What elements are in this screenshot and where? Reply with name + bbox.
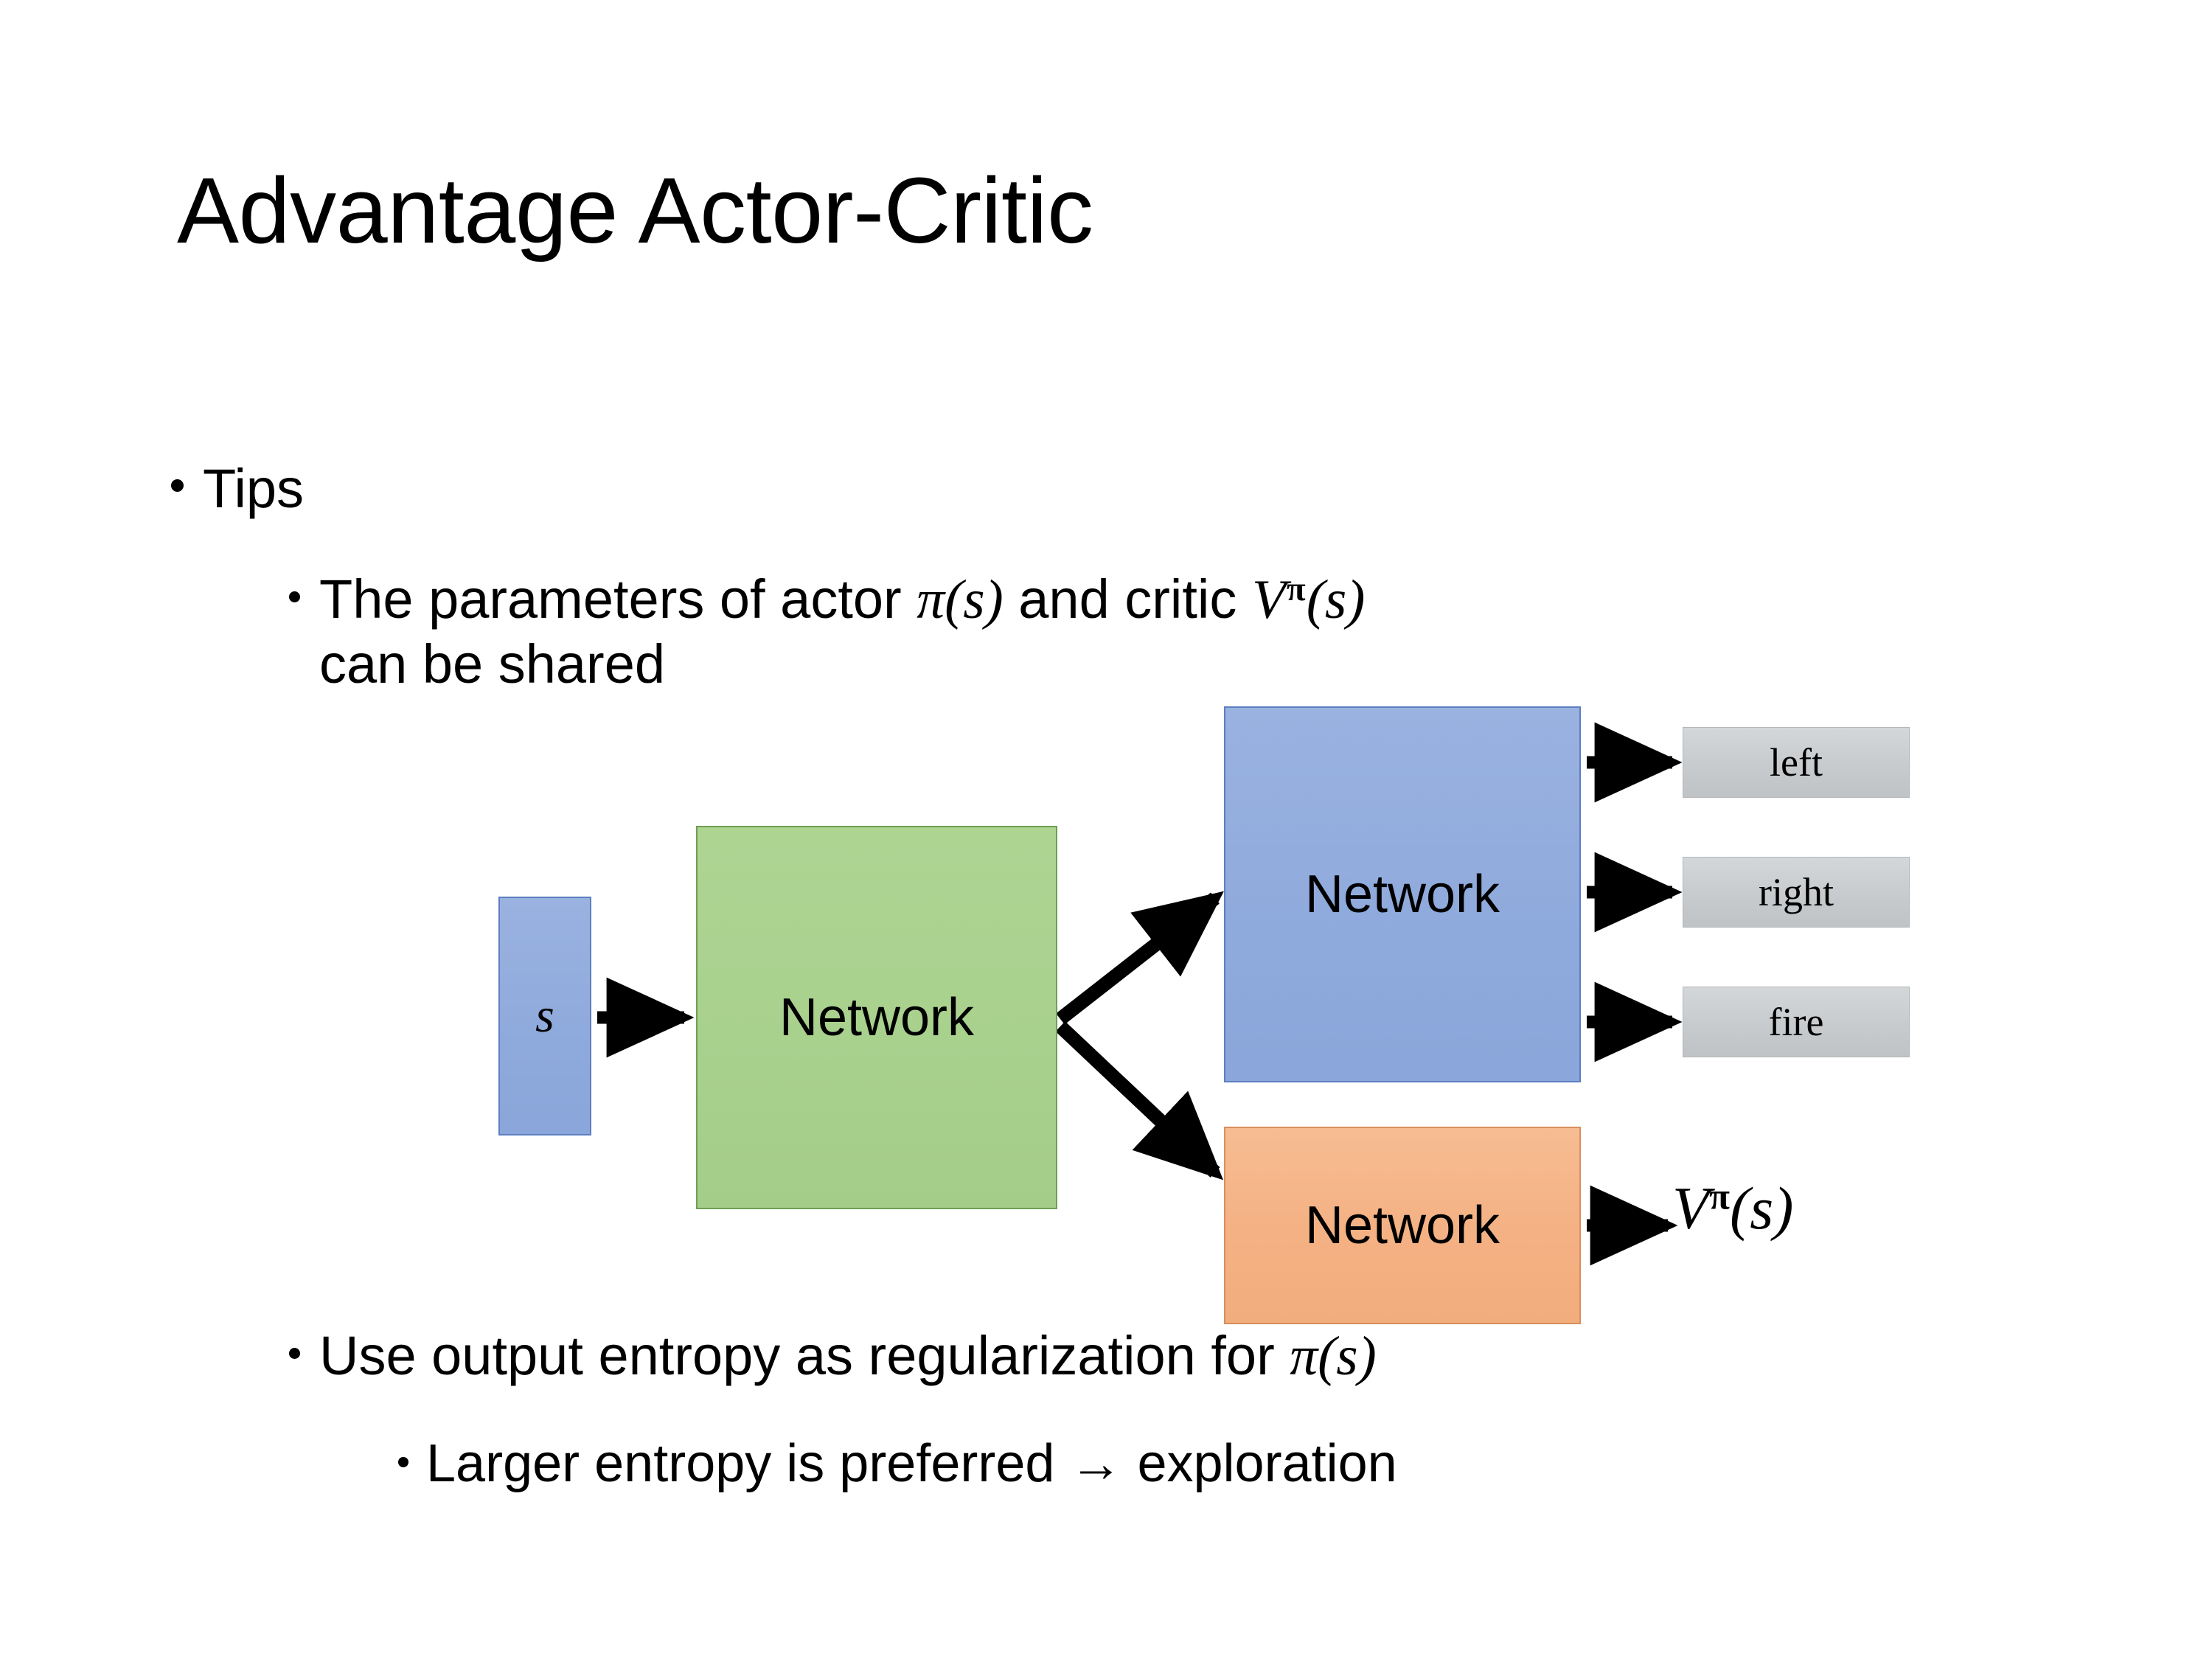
actor-network-box: Network: [1224, 706, 1581, 1082]
state-label: s: [535, 989, 554, 1043]
action-box-right: right: [1683, 857, 1910, 928]
action-label: fire: [1768, 1000, 1824, 1044]
bullet-dot-icon: [289, 1348, 300, 1359]
arrow-shared-to-critic: [1055, 1021, 1224, 1180]
action-label: right: [1759, 870, 1834, 914]
shared-network-box: Network: [696, 826, 1057, 1209]
action-box-left: left: [1683, 727, 1910, 798]
v-superscript-pi: π: [1709, 1175, 1730, 1217]
actor-network-label: Network: [1304, 865, 1500, 924]
bullet-dot-icon: [289, 591, 300, 602]
page-title: Advantage Actor-Critic: [177, 159, 1093, 262]
state-input-box: s: [498, 897, 591, 1135]
bullet-dot-icon: [171, 479, 184, 492]
v-args: (s): [1729, 1175, 1794, 1242]
critic-network-box: Network: [1224, 1127, 1581, 1324]
bullet-shared-parameters: The parameters of actor π(s) and critic …: [289, 568, 2059, 695]
bullet-entropy-regularization: Use output entropy as regularization for…: [289, 1324, 2059, 1389]
v-superscript-pi: π: [1287, 569, 1306, 608]
bullet-entropy-text: Use output entropy as regularization for…: [319, 1324, 2059, 1389]
shared-params-prefix: The parameters of actor: [319, 568, 917, 630]
shared-params-middle: and critic: [1003, 568, 1252, 630]
critic-v-symbol: Vπ(s): [1252, 569, 1365, 630]
actor-pi-symbol: π(s): [917, 569, 1003, 630]
shared-network-label: Network: [779, 988, 975, 1047]
action-box-fire: fire: [1683, 987, 1910, 1057]
pi-args: (s): [1318, 1326, 1377, 1387]
bullet-larger-entropy: Larger entropy is preferred → exploratio…: [398, 1433, 2094, 1495]
shared-params-line2: can be shared: [319, 633, 666, 695]
critic-network-label: Network: [1304, 1196, 1500, 1255]
critic-value-output-label: Vπ(s): [1672, 1174, 1793, 1243]
pi-args: (s): [945, 569, 1004, 630]
entropy-prefix: Use output entropy as regularization for: [319, 1325, 1290, 1386]
pi-glyph: π: [1290, 1326, 1318, 1387]
entropy-pi-symbol: π(s): [1290, 1326, 1376, 1387]
bullet-dot-icon: [398, 1457, 408, 1467]
v-glyph: V: [1672, 1175, 1710, 1242]
bullet-larger-entropy-label: Larger entropy is preferred → exploratio…: [426, 1434, 1397, 1493]
arrow-shared-to-actor: [1056, 891, 1224, 1025]
action-label: left: [1770, 740, 1823, 785]
v-glyph: V: [1251, 569, 1287, 630]
bullet-tips-label: Tips: [203, 458, 305, 519]
bullet-shared-parameters-text: The parameters of actor π(s) and critic …: [319, 568, 2059, 695]
pi-glyph: π: [917, 569, 945, 630]
v-args: (s): [1306, 569, 1366, 630]
bullet-tips: Tips: [171, 457, 304, 520]
